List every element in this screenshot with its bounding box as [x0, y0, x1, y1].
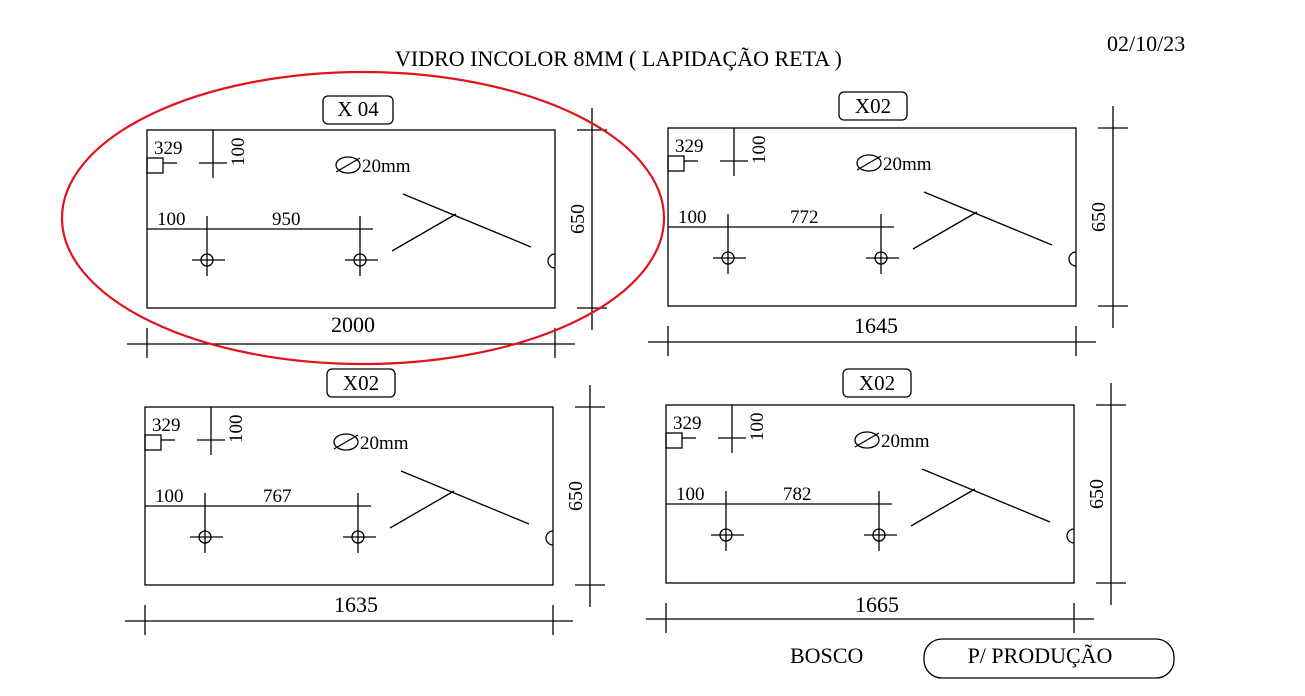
glass-outline	[144, 406, 554, 586]
corner-cutout	[667, 155, 685, 172]
width-label: 2000	[331, 312, 375, 337]
qty-label: X 04	[337, 97, 379, 121]
glass-outline	[146, 129, 556, 309]
corner-cutout	[146, 157, 164, 174]
height-label: 650	[565, 481, 587, 511]
qty-box	[842, 368, 912, 398]
panel-4: X02 329 100 20mm 100 782 650 1665	[646, 368, 1126, 633]
hole-offset-label: 100	[155, 486, 184, 507]
width-label: 1665	[855, 592, 899, 617]
qty-box	[326, 368, 396, 398]
hole-diameter-label: 20mm	[362, 156, 411, 177]
opening-indicator	[923, 191, 1053, 246]
qty-label: X02	[343, 371, 379, 395]
height-label: 650	[567, 204, 589, 234]
opening-indicator	[921, 468, 1051, 523]
hole-spacing-label: 772	[790, 207, 819, 228]
corner-dim-b: 100	[228, 138, 249, 167]
qty-label: X02	[855, 94, 891, 118]
corner-dim-b: 100	[749, 136, 770, 165]
panel-3: X02 329 100 20mm 100 767 650 1635	[125, 368, 605, 635]
date-label: 02/10/23	[1107, 31, 1185, 56]
status-box	[923, 638, 1175, 679]
hole-spacing-label: 782	[783, 484, 812, 505]
glass-outline	[665, 404, 1075, 584]
hole-offset-label: 100	[676, 484, 705, 505]
hole-offset-label: 100	[678, 207, 707, 228]
corner-dim-a: 329	[673, 413, 702, 434]
panel-1: X 04 329 100 20mm 100 950 650 2000	[127, 95, 607, 358]
corner-dim-a: 329	[152, 415, 181, 436]
glass-outline	[667, 127, 1077, 307]
width-label: 1635	[334, 592, 378, 617]
hole-spacing-label: 767	[263, 486, 292, 507]
corner-cutout	[144, 434, 162, 451]
corner-dim-b: 100	[747, 413, 768, 442]
hole-spacing-label: 950	[272, 209, 301, 230]
corner-dim-a: 329	[675, 136, 704, 157]
client-label: BOSCO	[790, 643, 863, 668]
hole-diameter-label: 20mm	[360, 433, 409, 454]
qty-box	[838, 91, 908, 121]
opening-indicator	[400, 470, 530, 525]
panel-2: X02 329 100 20mm 100 772 650 1645	[648, 91, 1128, 356]
highlight-ellipse	[60, 70, 666, 366]
corner-dim-a: 329	[154, 138, 183, 159]
status-label: P/ PRODUÇÃO	[968, 643, 1113, 668]
page-title: VIDRO INCOLOR 8MM ( LAPIDAÇÃO RETA )	[395, 46, 842, 71]
hole-diameter-label: 20mm	[881, 431, 930, 452]
width-label: 1645	[854, 313, 898, 338]
qty-box	[322, 95, 394, 125]
hole-offset-label: 100	[157, 209, 186, 230]
corner-cutout	[665, 432, 683, 449]
qty-label: X02	[859, 371, 895, 395]
height-label: 650	[1088, 202, 1110, 232]
corner-dim-b: 100	[226, 415, 247, 444]
handle-notch	[547, 253, 556, 269]
opening-indicator	[402, 193, 532, 248]
handle-notch	[545, 530, 554, 546]
height-label: 650	[1086, 479, 1108, 509]
handle-notch	[1068, 251, 1077, 267]
handle-notch	[1066, 528, 1075, 544]
hole-diameter-label: 20mm	[883, 154, 932, 175]
